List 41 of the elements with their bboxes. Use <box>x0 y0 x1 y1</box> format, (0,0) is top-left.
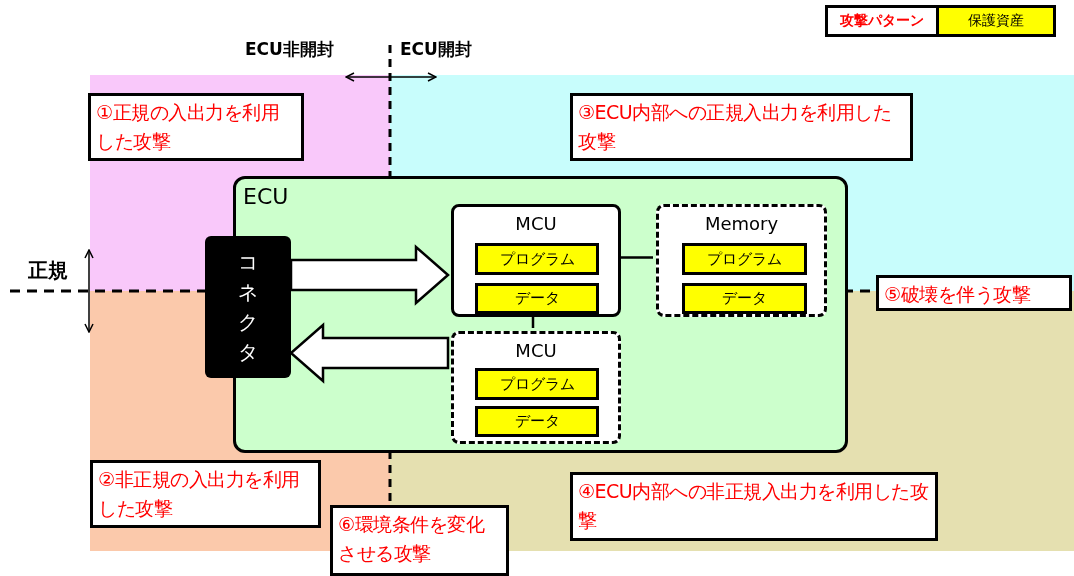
block-arrow <box>289 322 450 384</box>
attack-label: ④ECU内部への非正規入出力を利用した攻撃 <box>578 480 929 531</box>
asset-box <box>475 243 599 275</box>
attack-label: ⑥環境条件を変化させる攻撃 <box>338 513 485 564</box>
connector-block <box>205 236 291 378</box>
asset-box <box>682 243 807 275</box>
asset-box <box>475 368 599 400</box>
chip-box <box>451 204 621 317</box>
asset-label: データ <box>722 289 767 308</box>
axis-label: ECU開封 <box>400 38 472 61</box>
chip-box <box>451 331 621 444</box>
block-arrow <box>289 244 450 306</box>
chip-title: MCU <box>514 340 558 361</box>
attack-label: ②非正規の入出力を利用した攻撃 <box>98 468 300 519</box>
axis-label: ECU非開封 <box>245 38 334 61</box>
attack-label: ③ECU内部への正規入出力を利用した攻撃 <box>578 101 892 152</box>
panel-title: ECU <box>243 184 289 209</box>
attack-label: ⑤破壊を伴う攻撃 <box>884 283 1031 305</box>
asset-label: プログラム <box>707 249 782 269</box>
asset-box <box>682 283 807 314</box>
attack-pattern-box <box>876 275 1072 311</box>
chip-box <box>656 204 827 317</box>
asset-box <box>475 283 599 314</box>
attack-pattern-box <box>90 460 321 528</box>
attack-pattern-box <box>570 93 913 161</box>
attack-label: ①正規の入出力を利用した攻撃 <box>96 101 280 152</box>
connector-label: コネクタ <box>237 249 259 366</box>
connector-line <box>618 256 653 259</box>
asset-label: データ <box>514 289 560 308</box>
asset-label: データ <box>514 412 560 431</box>
legend-item: 保護資産 <box>939 8 1053 34</box>
asset-label: プログラム <box>499 374 575 394</box>
connector-line <box>531 314 535 328</box>
attack-pattern-box <box>88 93 304 161</box>
asset-label: プログラム <box>499 249 575 269</box>
attack-pattern-box <box>330 505 509 576</box>
asset-box <box>475 406 599 437</box>
chip-title: MCU <box>514 213 558 234</box>
attack-pattern-box <box>570 472 938 541</box>
chip-title: Memory <box>703 213 780 234</box>
axis-label: 正規 <box>28 257 68 284</box>
